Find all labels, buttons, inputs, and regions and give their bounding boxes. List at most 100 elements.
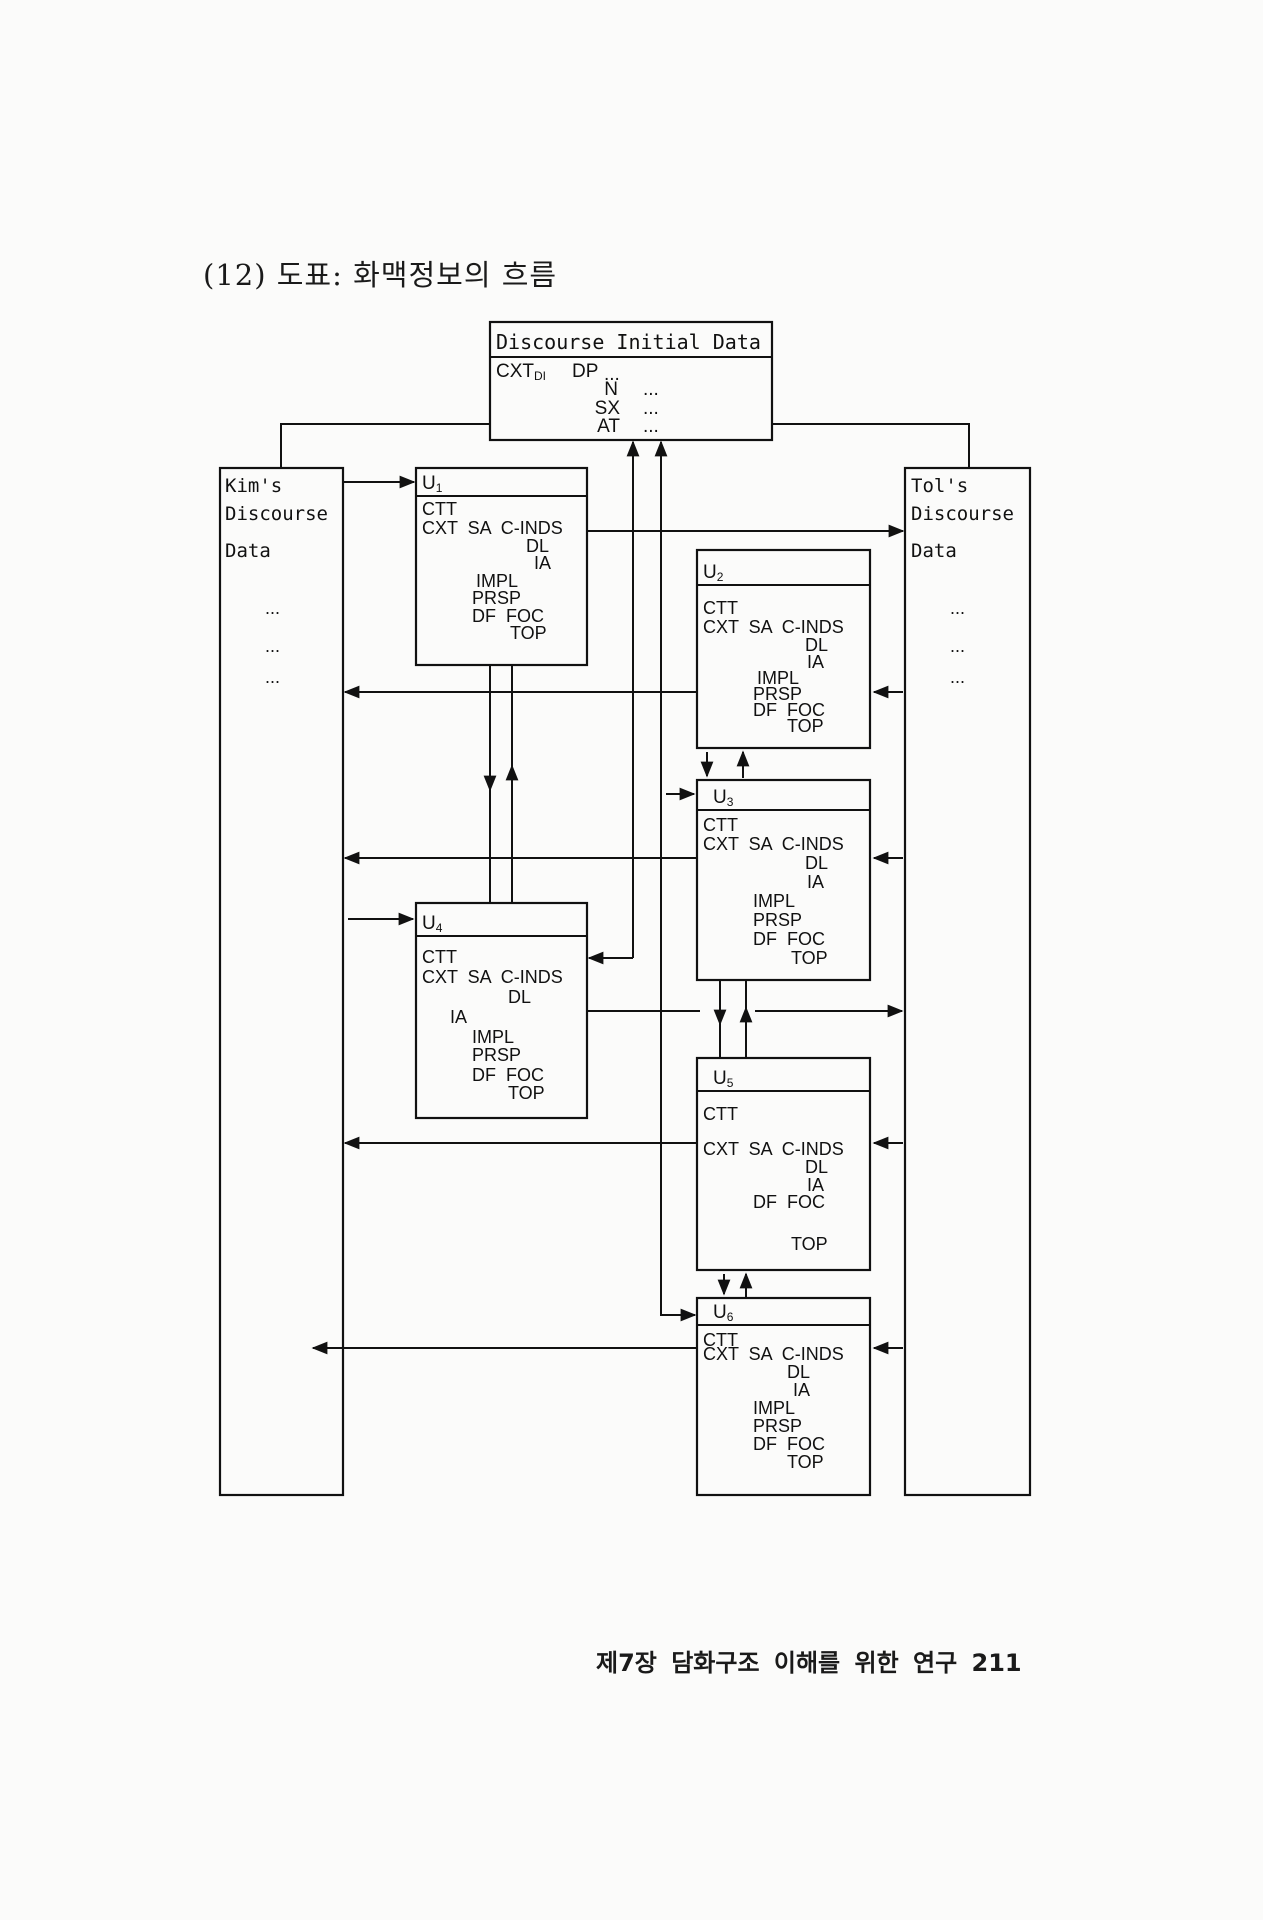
unit-field-ctt: CTT: [703, 1330, 738, 1350]
unit-field-prsp: PRSP: [472, 588, 521, 608]
tol-label-line1: Tol's: [911, 475, 968, 497]
kim-label-line2: Discourse: [225, 503, 328, 525]
unit-field-impl: IMPL: [757, 668, 799, 688]
initial-box-sx: SX: [595, 398, 621, 419]
unit-field-ia: IA: [807, 1175, 824, 1195]
figure-title: (12) 도표: 화맥정보의 흐름: [203, 258, 558, 292]
unit-field-cxt-sa-c-inds: CXT SA C-INDS: [703, 617, 844, 637]
unit-field-ctt: CTT: [422, 499, 457, 519]
unit-field-top: TOP: [508, 1083, 545, 1103]
tol-ellipsis: ...: [950, 667, 965, 687]
unit-label: U6: [713, 1302, 734, 1324]
unit-field-dl: DL: [526, 536, 549, 556]
unit-field-df-foc: DF FOC: [753, 929, 825, 949]
unit-box-frame: [695, 548, 872, 750]
initial-box-at: AT: [597, 416, 620, 437]
unit-field-prsp: PRSP: [753, 684, 802, 704]
kims-discourse-data-box: Kim's Discourse Data ... ... ...: [218, 466, 345, 1497]
arrow-initial-u6-link: [654, 440, 697, 1322]
unit-field-top: TOP: [787, 716, 824, 736]
unit-field-top: TOP: [787, 1452, 824, 1472]
tol-label-line2: Discourse: [911, 503, 1014, 525]
unit-field-ia: IA: [450, 1007, 467, 1027]
unit-field-ia: IA: [807, 872, 824, 892]
initial-box-sx-ellipsis: ...: [643, 398, 659, 419]
initial-box-cxt: CXTDI: [496, 361, 546, 383]
unit-field-prsp: PRSP: [472, 1045, 521, 1065]
unit-box-frame: [695, 1056, 872, 1272]
unit-label: U3: [713, 787, 734, 809]
unit-field-df-foc: DF FOC: [472, 1065, 544, 1085]
kim-label-line1: Kim's: [225, 475, 282, 497]
initial-box-n: N: [604, 379, 618, 400]
unit-box-frame: [695, 778, 872, 982]
initial-box-dp-ellipsis: ...: [604, 364, 620, 385]
unit-field-cxt-sa-c-inds: CXT SA C-INDS: [703, 1344, 844, 1364]
unit-label: U4: [422, 913, 443, 935]
unit-field-dl: DL: [508, 987, 531, 1007]
unit-field-top: TOP: [791, 1234, 828, 1254]
unit-field-ia: IA: [793, 1380, 810, 1400]
page-footer: 제7장 담화구조 이해를 위한 연구 211: [596, 1649, 1022, 1677]
unit-field-dl: DL: [787, 1362, 810, 1382]
initial-box-frame: [488, 320, 774, 442]
unit-field-ia: IA: [534, 553, 551, 573]
tol-ellipsis: ...: [950, 636, 965, 656]
unit-field-cxt-sa-c-inds: CXT SA C-INDS: [422, 967, 563, 987]
unit-box-frame: [695, 1296, 872, 1497]
unit-field-df-foc: DF FOC: [753, 1434, 825, 1454]
discourse-initial-data-box: Discourse Initial Data CXTDI DP ... N ..…: [488, 320, 774, 442]
unit-field-prsp: PRSP: [753, 1416, 802, 1436]
kim-ellipsis: ...: [265, 667, 280, 687]
unit-field-df-foc: DF FOC: [753, 700, 825, 720]
unit-field-ctt: CTT: [703, 598, 738, 618]
unit-field-cxt-sa-c-inds: CXT SA C-INDS: [703, 834, 844, 854]
tol-label-line3: Data: [911, 540, 957, 562]
unit-field-ctt: CTT: [703, 815, 738, 835]
unit-field-ia: IA: [807, 652, 824, 672]
unit-field-dl: DL: [805, 853, 828, 873]
unit-field-dl: DL: [805, 635, 828, 655]
unit-label: U2: [703, 562, 724, 584]
tol-ellipsis: ...: [950, 598, 965, 618]
kim-box-frame: [218, 466, 345, 1497]
unit-field-df-foc: DF FOC: [472, 606, 544, 626]
unit-field-cxt-sa-c-inds: CXT SA C-INDS: [422, 518, 563, 538]
tols-discourse-data-box: Tol's Discourse Data ... ... ...: [903, 466, 1032, 1497]
initial-box-dp: DP: [572, 361, 598, 382]
connectors: [280, 423, 970, 1355]
unit-field-ctt: CTT: [703, 1104, 738, 1124]
unit-field-impl: IMPL: [476, 571, 518, 591]
kim-ellipsis: ...: [265, 636, 280, 656]
unit-label: U1: [422, 473, 443, 495]
unit-field-ctt: CTT: [422, 947, 457, 967]
kim-label-line3: Data: [225, 540, 271, 562]
unit-field-impl: IMPL: [472, 1027, 514, 1047]
unit-field-top: TOP: [510, 623, 547, 643]
unit-field-impl: IMPL: [753, 891, 795, 911]
unit-field-cxt-sa-c-inds: CXT SA C-INDS: [703, 1139, 844, 1159]
initial-box-header: Discourse Initial Data: [496, 330, 761, 354]
unit-box-frame: [414, 466, 589, 667]
connector-initial-to-tol: [772, 423, 970, 468]
unit-field-df-foc: DF FOC: [753, 1192, 825, 1212]
unit-field-top: TOP: [791, 948, 828, 968]
unit-field-impl: IMPL: [753, 1398, 795, 1418]
unit-label: U5: [713, 1068, 734, 1090]
initial-box-at-ellipsis: ...: [643, 416, 659, 437]
tol-box-frame: [903, 466, 1032, 1497]
unit-field-dl: DL: [805, 1157, 828, 1177]
initial-box-n-ellipsis: ...: [643, 379, 659, 400]
connector-initial-to-kim: [280, 423, 490, 468]
kim-ellipsis: ...: [265, 598, 280, 618]
unit-field-prsp: PRSP: [753, 910, 802, 930]
